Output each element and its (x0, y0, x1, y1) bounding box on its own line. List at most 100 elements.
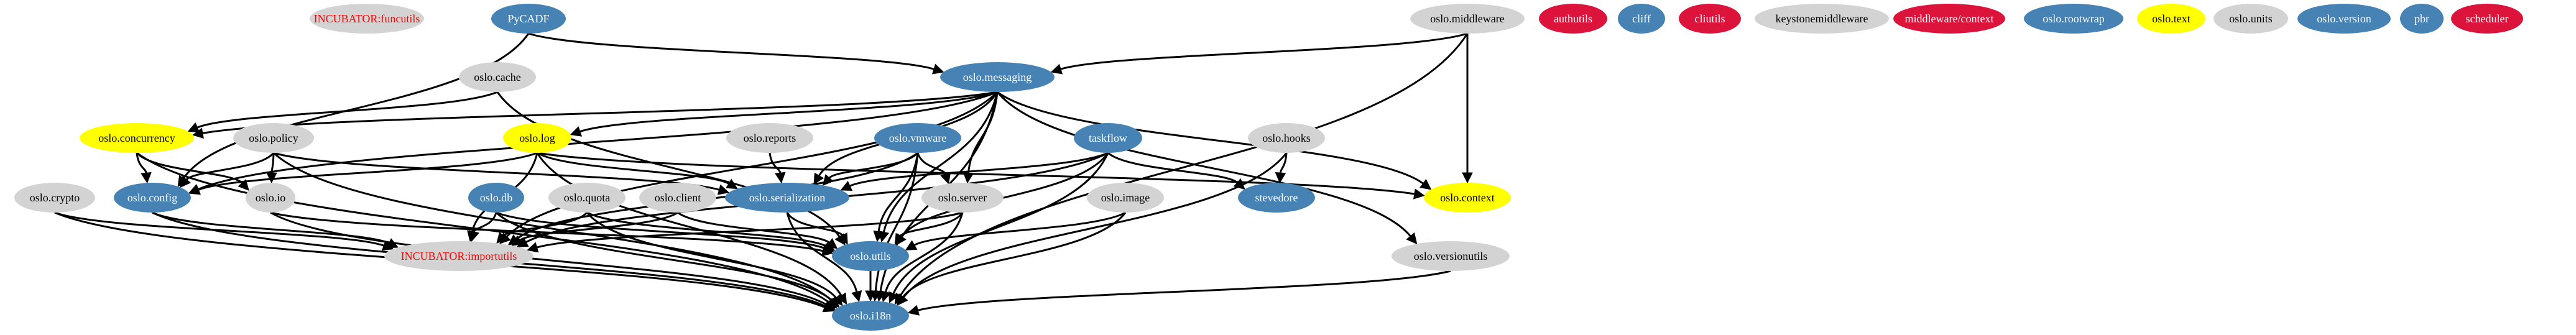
node-ellipse (1087, 183, 1164, 213)
node-oslo-concurrency: oslo.concurrency (80, 123, 194, 153)
node-oslo-hooks: oslo.hooks (1248, 123, 1325, 153)
node-label: oslo.i18n (850, 310, 892, 322)
node-ellipse (832, 241, 909, 271)
arrowhead-oslo_db-to-incubator_importutils (468, 230, 479, 242)
node-incubator-funcutils: INCUBATOR:funcutils (310, 4, 424, 34)
node-label: cliff (1632, 12, 1651, 25)
node-label: oslo.context (1440, 191, 1495, 204)
node-pbr: pbr (2400, 4, 2444, 34)
edge-oslo_cache-to-oslo_concurrency (196, 91, 498, 129)
node-oslo-client: oslo.client (639, 183, 716, 213)
node-label: taskflow (1089, 132, 1127, 144)
node-label: oslo.reports (744, 132, 796, 144)
node-oslo-io: oslo.io (246, 183, 295, 213)
edge-pycadf-to-oslo_config (182, 33, 530, 179)
edge-oslo_messaging-to-oslo_utils (882, 91, 999, 232)
edge-pycadf-to-oslo_messaging (528, 32, 935, 70)
arrowhead-oslo_image-to-oslo_i18n (897, 293, 908, 306)
node-label: oslo.versionutils (1414, 250, 1488, 262)
node-oslo-reports: oslo.reports (726, 123, 813, 153)
node-label: oslo.config (127, 191, 178, 204)
edges-layer (54, 32, 1473, 316)
node-label: oslo.io (256, 191, 286, 204)
arrowhead-oslo_server-to-oslo_i18n (880, 290, 892, 303)
node-ellipse (2297, 4, 2391, 34)
node-label: oslo.client (655, 191, 701, 204)
node-ellipse (832, 301, 909, 331)
edge-oslo_middleware-to-oslo_messaging (1060, 32, 1468, 70)
node-label: oslo.db (480, 191, 513, 204)
edge-oslo_log-to-oslo_config (198, 152, 538, 191)
node-oslo-server: oslo.server (921, 183, 1004, 213)
arrowhead-oslo_middleware-to-oslo_messaging (1050, 63, 1063, 75)
node-ellipse (1618, 4, 1665, 34)
edge-oslo_versionutils-to-oslo_i18n (917, 270, 1451, 311)
arrowhead-oslo_client-to-oslo_utils (825, 237, 838, 249)
node-label: oslo.utils (850, 250, 891, 262)
node-oslo-versionutils: oslo.versionutils (1392, 241, 1510, 271)
node-ellipse (1539, 4, 1607, 34)
node-label: INCUBATOR:importutils (401, 250, 517, 262)
edge-taskflow-to-oslo_serialization (849, 152, 1109, 187)
edge-oslo_policy-to-oslo_i18n (272, 152, 833, 301)
arrowhead-oslo_image-to-oslo_utils (905, 240, 918, 250)
node-oslo-rootwrap: oslo.rootwrap (2024, 4, 2123, 34)
node-ellipse (940, 62, 1055, 92)
node-stevedore: stevedore (1238, 183, 1315, 213)
arrowhead-oslo_serialization-to-oslo_utils (838, 232, 848, 245)
node-ellipse (114, 183, 191, 213)
node-ellipse (1248, 123, 1325, 153)
arrowhead-oslo_quota-to-incubator_importutils (496, 232, 508, 244)
node-ellipse (2400, 4, 2444, 34)
node-label: oslo.hooks (1262, 132, 1311, 144)
arrowhead-taskflow-to-oslo_i18n (889, 291, 899, 304)
node-oslo-image: oslo.image (1087, 183, 1164, 213)
node-ellipse (874, 123, 961, 153)
node-label: authutils (1554, 12, 1592, 25)
edge-oslo_messaging-to-oslo_log (579, 91, 998, 133)
node-middleware-context: middleware/context (1893, 4, 2005, 34)
arrowhead-oslo_server-to-incubator_importutils (527, 242, 539, 253)
node-oslo-context: oslo.context (1424, 183, 1511, 213)
edge-oslo_policy-to-oslo_io (270, 152, 275, 173)
edge-taskflow-to-oslo_i18n (892, 152, 1109, 295)
node-label: oslo.cache (474, 71, 520, 83)
arrowhead-oslo_log-to-oslo_serialization (726, 178, 738, 190)
edge-oslo_client-to-incubator_importutils (519, 211, 678, 241)
node-ellipse (548, 183, 626, 213)
node-authutils: authutils (1539, 4, 1607, 34)
node-oslo-utils: oslo.utils (832, 241, 909, 271)
edge-oslo_crypto-to-incubator_importutils (54, 211, 384, 247)
edge-oslo_middleware-to-oslo_i18n (899, 33, 1469, 296)
node-label: oslo.serialization (749, 191, 825, 204)
node-ellipse (233, 123, 314, 153)
arrowhead-oslo_concurrency-to-oslo_io (238, 179, 249, 191)
node-ellipse (491, 4, 566, 34)
node-ellipse (1238, 183, 1315, 213)
node-ellipse (2024, 4, 2123, 34)
edge-oslo_image-to-oslo_i18n (902, 212, 1127, 298)
node-ellipse (725, 183, 849, 213)
node-ellipse (246, 183, 295, 213)
node-oslo-text: oslo.text (2137, 4, 2205, 34)
node-oslo-cache: oslo.cache (459, 62, 536, 92)
edge-oslo_policy-to-oslo_config (185, 152, 275, 181)
node-label: oslo.messaging (963, 71, 1032, 83)
arrowhead-oslo_messaging-to-oslo_concurrency (192, 127, 204, 139)
node-label: oslo.concurrency (98, 132, 175, 144)
node-label: scheduler (2466, 12, 2509, 25)
node-ellipse (2137, 4, 2205, 34)
edge-oslo_messaging-to-oslo_config (198, 91, 998, 190)
node-ellipse (2214, 4, 2288, 34)
arrowhead-oslo_policy-to-oslo_io (266, 172, 277, 184)
arrowhead-oslo_log-to-oslo_config (188, 184, 201, 195)
arrowhead-oslo_client-to-incubator_importutils (511, 235, 524, 246)
edge-oslo_quota-to-oslo_utils (586, 211, 826, 247)
node-oslo-db: oslo.db (468, 183, 524, 213)
node-ellipse (310, 4, 424, 34)
edge-oslo_db-to-incubator_importutils (473, 212, 497, 232)
node-ellipse (1755, 4, 1889, 34)
node-ellipse (726, 123, 813, 153)
arrowhead-oslo_reports-to-oslo_serialization (775, 172, 786, 184)
node-oslo-units: oslo.units (2214, 4, 2288, 34)
